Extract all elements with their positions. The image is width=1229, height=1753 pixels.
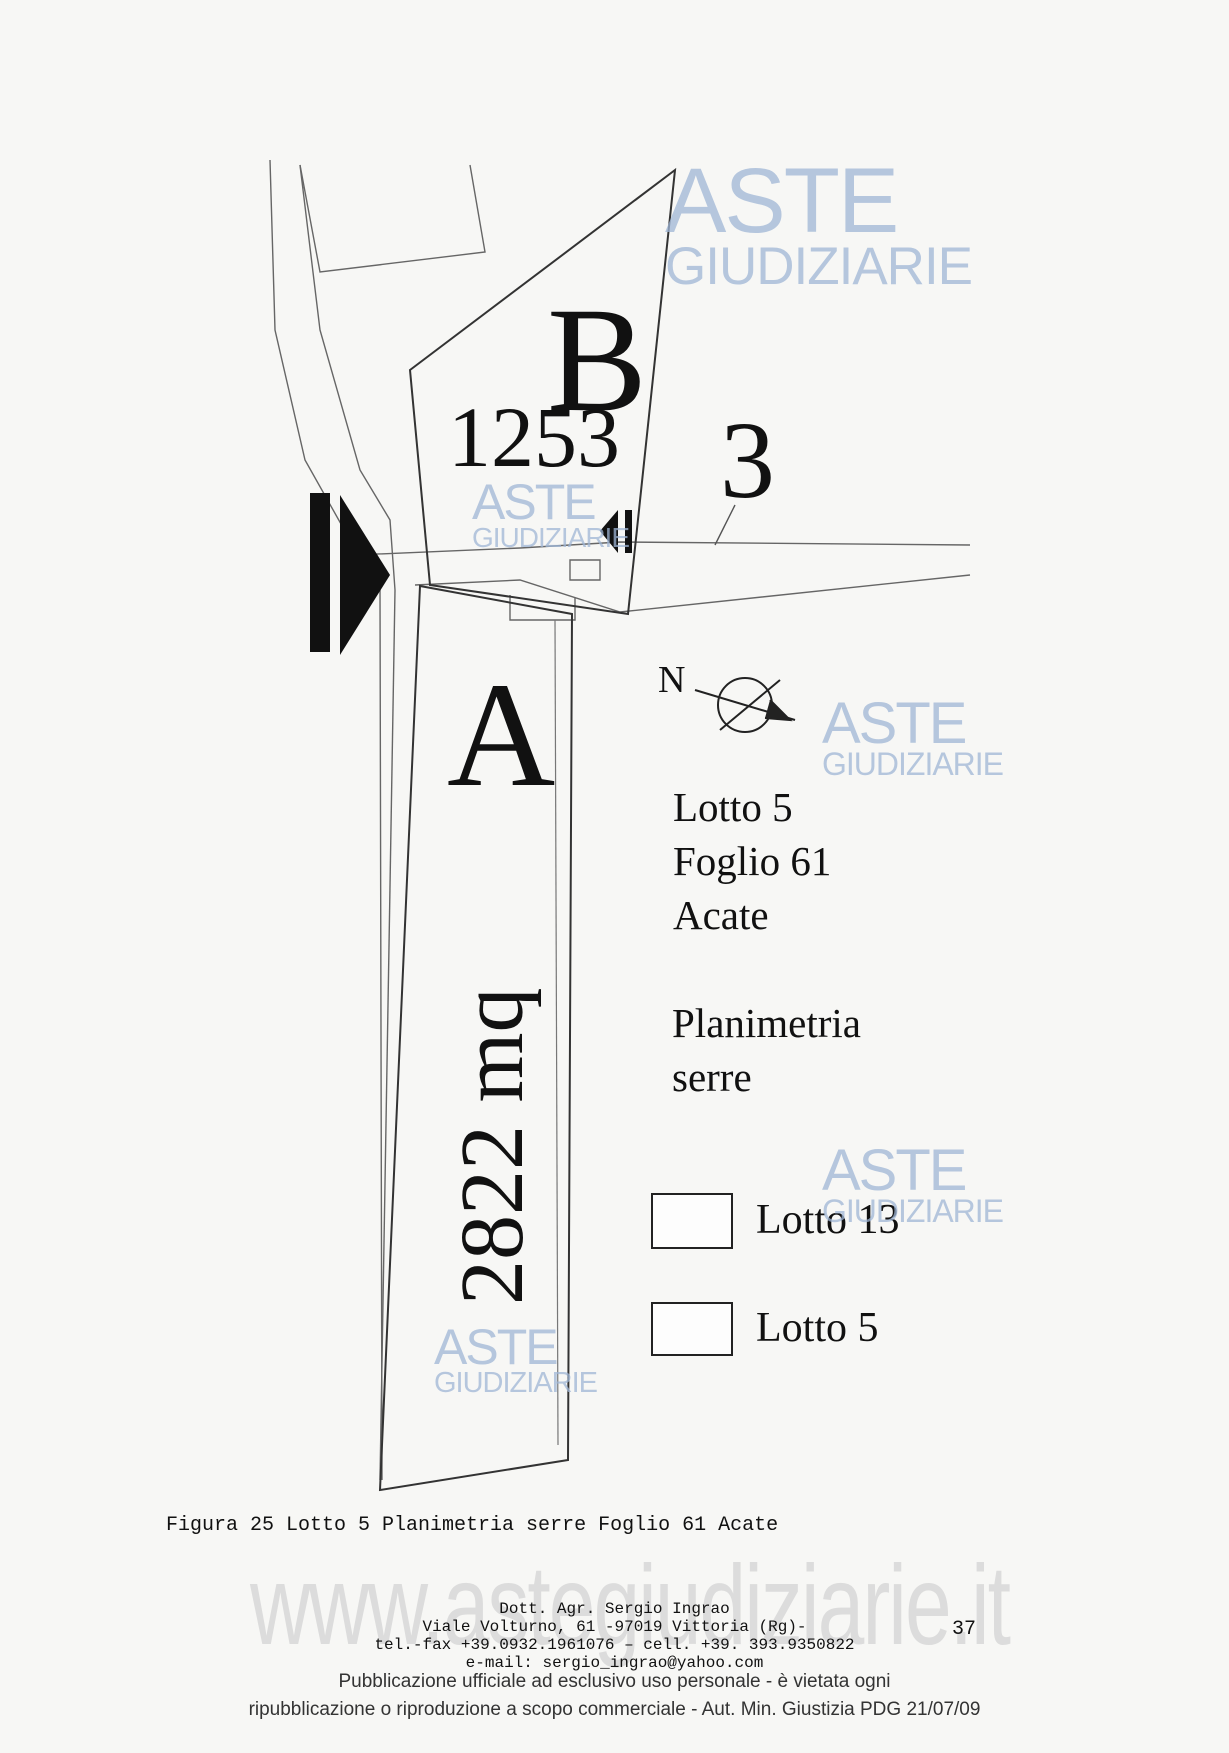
road-edge [299, 164, 396, 591]
building-outline [569, 559, 601, 581]
parcel-a-letter: A [447, 652, 556, 818]
publication-notice: Pubblicazione ufficiale ad esclusivo uso… [0, 1668, 1229, 1724]
watermark-logo: ASTE GIUDIZIARIE [434, 1319, 598, 1399]
info-serre: serre [672, 1054, 752, 1100]
notice-line-1: Pubblicazione ufficiale ad esclusivo uso… [338, 1671, 891, 1692]
info-foglio: Foglio 61 [673, 838, 832, 884]
access-arrow-small-icon [600, 510, 632, 553]
parcel-a-area: 2822 mq [443, 987, 542, 1305]
building-outline [299, 164, 486, 273]
footer-block: Dott. Agr. Sergio Ingrao Viale Volturno,… [0, 1600, 1229, 1672]
parcel-a-inner [554, 619, 559, 1446]
parcel-b-number: 1253 [448, 389, 620, 485]
parcel-b-outline [408, 167, 677, 616]
legend-swatch-lotto-13 [651, 1193, 733, 1249]
legend-label-lotto-5: Lotto 5 [756, 1305, 879, 1351]
legend-label-lotto-13: Lotto 13 [756, 1197, 900, 1243]
figure-caption: Figura 25 Lotto 5 Planimetria serre Fogl… [166, 1514, 779, 1537]
road-edge [269, 159, 383, 1481]
road-edge [354, 541, 971, 556]
info-title: Planimetria serre [672, 996, 861, 1104]
leader-line [714, 504, 736, 546]
info-comune: Acate [673, 892, 769, 938]
building-outline [509, 595, 576, 621]
info-lotto: Lotto 5 [673, 784, 793, 830]
legend-swatch-lotto-5 [651, 1302, 733, 1356]
north-compass-icon [694, 677, 796, 733]
info-planimetria: Planimetria [672, 1000, 862, 1046]
parcel-a-outline [378, 584, 574, 1492]
footer-name: Dott. Agr. Sergio Ingrao [499, 1600, 730, 1618]
watermark-logo: ASTE GIUDIZIARIE [472, 474, 630, 553]
footer-phone: tel.-fax +39.0932.1961076 – cell. +39. 3… [374, 1636, 855, 1654]
info-block: Lotto 5 Foglio 61 Acate [673, 780, 831, 942]
road-edge [414, 574, 971, 613]
access-arrow-left-icon [310, 493, 390, 655]
road-edge [379, 589, 396, 1481]
watermark-logo: ASTE GIUDIZIARIE [822, 1138, 1004, 1230]
watermark-logo: ASTE GIUDIZIARIE [822, 691, 1004, 783]
parcel-b-letter: B [547, 277, 648, 443]
footer-email: e-mail: sergio_ingrao@yahoo.com [465, 1654, 764, 1672]
neighbor-number: 3 [720, 399, 775, 521]
notice-line-2: ripubblicazione o riproduzione a scopo c… [248, 1699, 981, 1720]
page-number: 37 [952, 1618, 977, 1641]
website-watermark: www.astegiudiziarie.it [250, 1541, 1011, 1669]
footer-address: Viale Volturno, 61 -97019 Vittoria (Rg)- [422, 1618, 807, 1636]
watermark-logo: ASTE GIUDIZIARIE [665, 150, 973, 296]
north-label: N [658, 659, 686, 701]
